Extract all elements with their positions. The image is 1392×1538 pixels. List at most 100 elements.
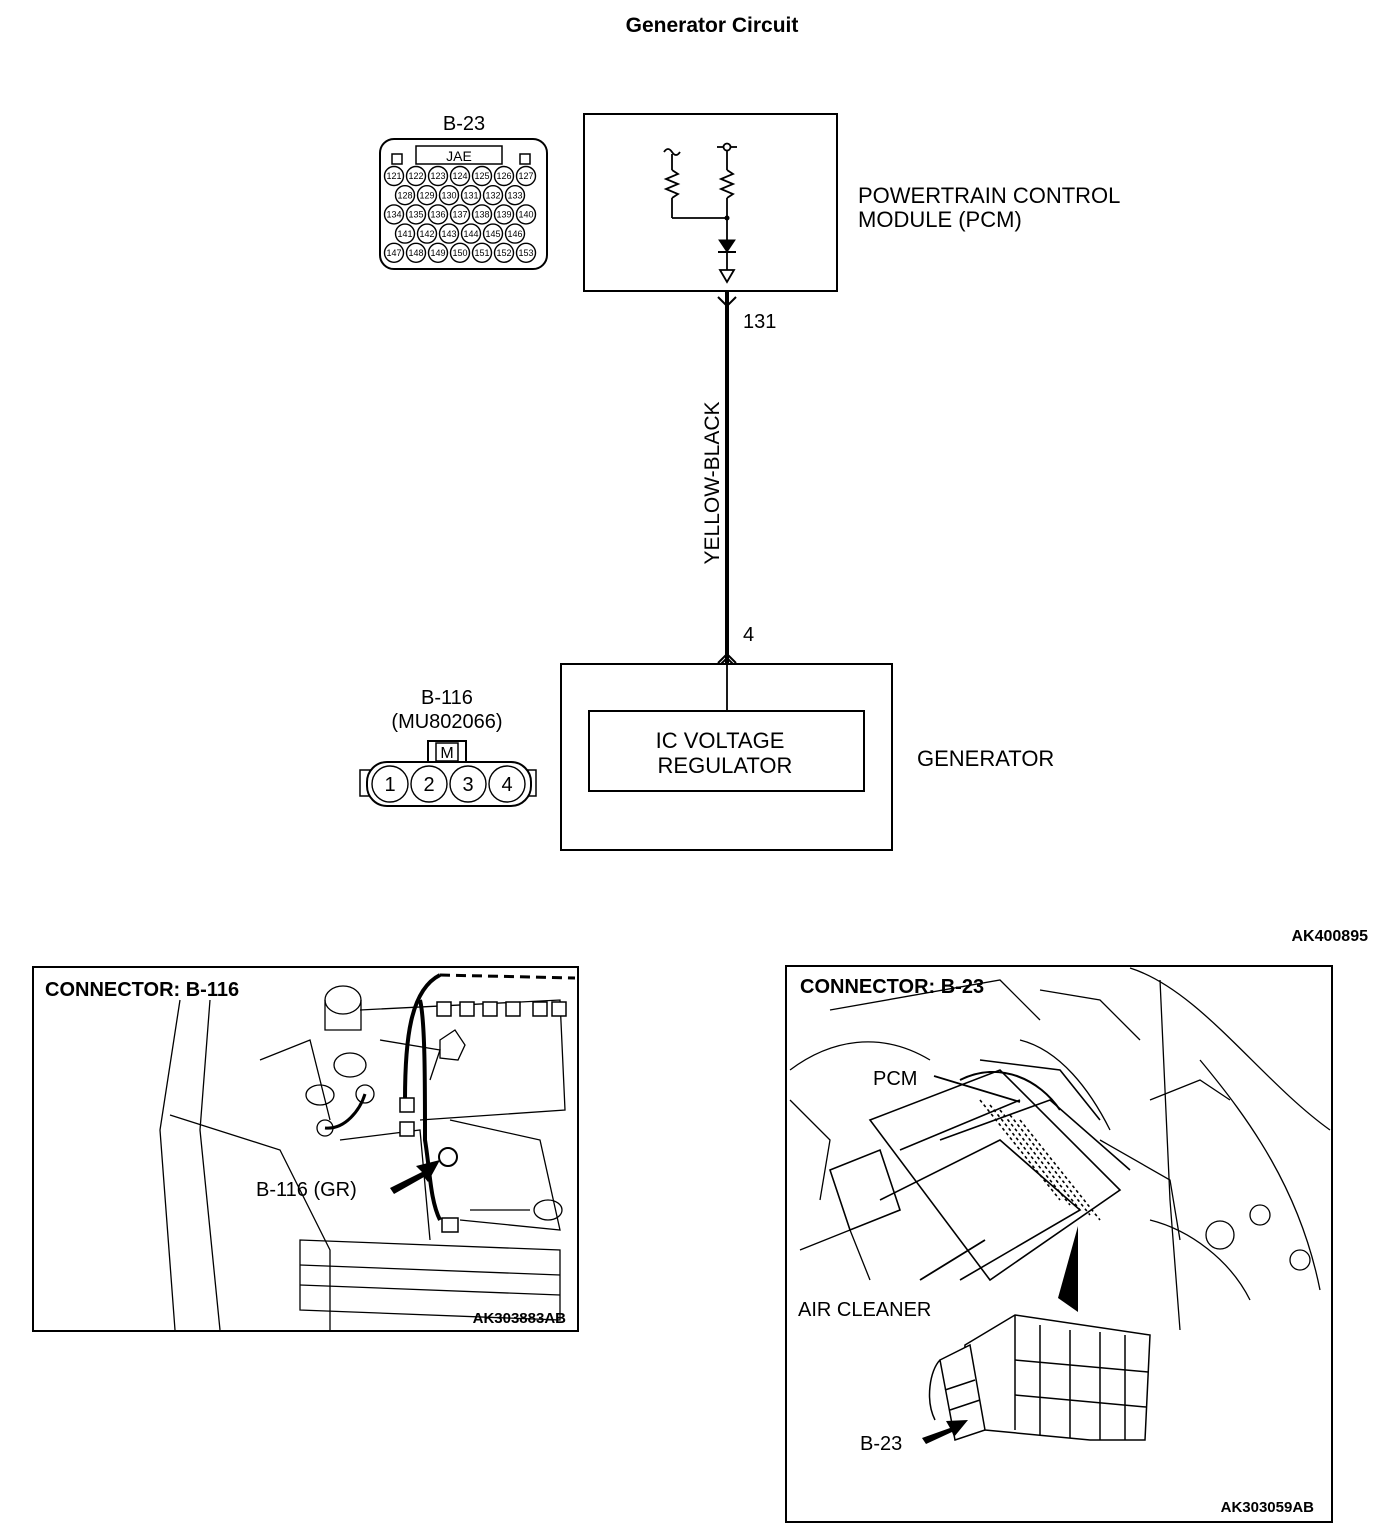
b23-pin-142-circle	[416, 223, 438, 244]
b23-pin-145-label: 145	[485, 229, 500, 239]
b23-pin-145-circle	[482, 223, 504, 244]
air-cleaner-illustration	[829, 1059, 1131, 1282]
right-panel-title: CONNECTOR: B-23	[800, 976, 984, 998]
b23-pin-147-label: 147	[386, 248, 401, 258]
b23-pin-137-label: 137	[452, 210, 467, 220]
right-panel-code: AK303059AB	[1221, 1499, 1315, 1516]
connector-b116-label: B-116	[421, 687, 473, 709]
b23-pin-122-label: 122	[408, 171, 423, 181]
generator-box	[560, 663, 893, 851]
left-panel-title: CONNECTOR: B-116	[45, 979, 239, 1001]
b23-pin-141-circle	[394, 223, 416, 244]
b23-pin-124-circle	[449, 165, 471, 187]
b23-pin-151-circle	[471, 242, 493, 264]
b23-pin-140-circle	[515, 204, 537, 225]
b23-pin-122-circle	[405, 165, 427, 187]
wire-color-label: YELLOW-BLACK	[701, 401, 724, 564]
b23-pin-143-label: 143	[441, 229, 456, 239]
wire-harness	[399, 973, 576, 1233]
b23-pin-136-label: 136	[430, 210, 445, 220]
connector-b116-face: B-116 (MU802066) M 1 2 3 4	[359, 687, 537, 807]
b23-pin-141-label: 141	[397, 229, 412, 239]
b23-pin-126-circle	[493, 165, 515, 187]
b23-pin-124-label: 124	[452, 171, 467, 181]
b23-pin-125-label: 125	[474, 171, 489, 181]
connector-b116-location-panel	[32, 966, 579, 1332]
b23-pin-127-label: 127	[518, 171, 533, 181]
engine-bay-illustration-right	[789, 967, 1331, 1331]
b23-pin-146-label: 146	[507, 229, 522, 239]
pcm-unit-illustration	[928, 1314, 1151, 1441]
air-cleaner-callout-label: AIR CLEANER	[798, 1299, 931, 1321]
b116-callout-label: B-116 (GR)	[256, 1179, 357, 1201]
connector-b23-location-panel	[785, 965, 1333, 1523]
b23-pin-143-circle	[438, 223, 460, 244]
b116-pin-2-label: 2	[423, 774, 434, 796]
b23-pin-132-circle	[482, 184, 504, 206]
b116-pin-3-label: 3	[462, 774, 473, 796]
b23-pin-127-circle	[515, 165, 537, 187]
left-panel-code: AK303883AB	[473, 1310, 567, 1327]
pin-4-label: 4	[743, 624, 754, 646]
b23-pin-126-label: 126	[496, 171, 511, 181]
b23-pin-135-label: 135	[408, 210, 423, 220]
b23-pin-147-circle	[383, 242, 405, 264]
b23-pin-153-label: 153	[518, 248, 533, 258]
b23-pin-152-label: 152	[496, 248, 511, 258]
pcm-callout-label: PCM	[873, 1068, 917, 1090]
pcm-label-line1: POWERTRAIN CONTROL	[858, 183, 1120, 208]
b23-pin-123-circle	[427, 165, 449, 187]
b23-pin-142-label: 142	[419, 229, 434, 239]
b23-pin-125-circle	[471, 165, 493, 187]
b116-pin-4-label: 4	[501, 774, 512, 796]
b23-pin-148-label: 148	[408, 248, 423, 258]
b23-pin-133-label: 133	[507, 190, 522, 200]
b116-pin-1-label: 1	[384, 774, 395, 796]
b23-pin-121-label: 121	[386, 171, 401, 181]
b23-pin-144-circle	[460, 223, 482, 244]
connector-b23-maker: JAE	[446, 148, 472, 164]
air-cleaner-leader-line	[919, 1239, 986, 1281]
b23-pin-149-label: 149	[430, 248, 445, 258]
b23-callout-arrow	[922, 1420, 968, 1444]
ic-voltage-regulator-box	[588, 710, 865, 792]
b23-pin-129-label: 129	[419, 190, 434, 200]
regulator-label-line2: REGULATOR	[658, 753, 793, 778]
b23-pin-150-label: 150	[452, 248, 467, 258]
generator-label: GENERATOR	[917, 746, 1054, 771]
b23-pin-138-circle	[471, 204, 493, 225]
b23-pin-135-circle	[405, 204, 427, 225]
b23-pin-137-circle	[449, 204, 471, 225]
b23-pin-152-circle	[493, 242, 515, 264]
b23-pin-130-label: 130	[441, 190, 456, 200]
connector-b23-label: B-23	[443, 113, 485, 135]
b23-pin-128-label: 128	[397, 190, 412, 200]
b23-pin-140-label: 140	[518, 210, 533, 220]
pin-131-label: 131	[743, 311, 776, 333]
b23-pin-144-label: 144	[463, 229, 478, 239]
b23-pin-130-circle	[438, 184, 460, 206]
pcm-label-line2: MODULE (PCM)	[858, 207, 1022, 232]
b23-pin-128-circle	[394, 184, 416, 206]
b23-pin-149-circle	[427, 242, 449, 264]
b116-pin-4-circle	[488, 765, 526, 803]
b23-pin-131-circle	[460, 184, 482, 206]
b23-pin-123-label: 123	[430, 171, 445, 181]
b23-pin-134-label: 134	[386, 210, 401, 220]
connector-b116-key: M	[440, 745, 453, 762]
b23-pin-133-circle	[504, 184, 526, 206]
connector-b116-partno: (MU802066)	[391, 711, 502, 733]
b23-pin-139-label: 139	[496, 210, 511, 220]
regulator-label-line1: IC VOLTAGE	[656, 728, 785, 753]
b116-callout-arrow	[390, 1160, 440, 1194]
b23-pin-153-circle	[515, 242, 537, 264]
b23-pin-136-circle	[427, 204, 449, 225]
pcm-box	[583, 113, 838, 292]
b23-callout-label: B-23	[860, 1433, 902, 1455]
b23-pin-131-label: 131	[463, 190, 478, 200]
pcm-leader-line	[933, 1075, 1021, 1103]
b23-pin-132-label: 132	[485, 190, 500, 200]
b23-pin-121-circle	[383, 165, 405, 187]
connector-b23-face: B-23 JAE 121 122 123 124 125 126 127 128 129 130 1…	[379, 113, 548, 270]
